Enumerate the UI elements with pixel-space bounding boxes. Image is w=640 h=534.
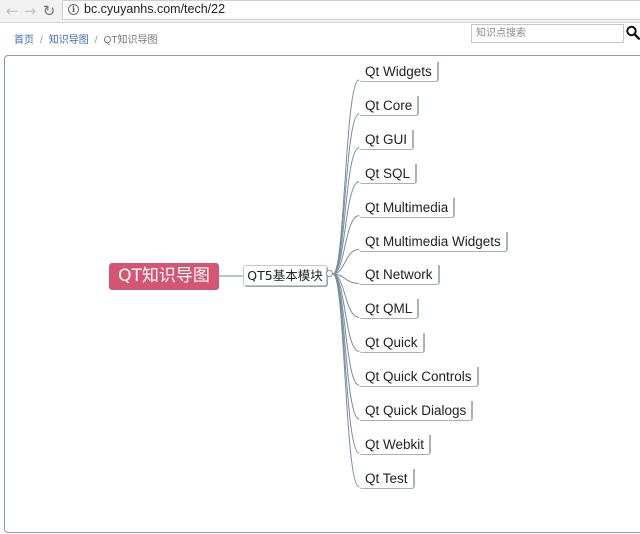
mindmap-child-node[interactable]: Qt Widgets — [359, 62, 439, 82]
mindmap-child-node[interactable]: Qt Quick — [359, 333, 425, 354]
arrow-left-icon[interactable]: ← — [5, 2, 19, 20]
mindmap-child-node[interactable]: Qt Webkit — [359, 434, 432, 455]
branch-connectors — [332, 79, 360, 488]
mindmap-child-node[interactable]: Qt Quick Dialogs — [359, 401, 474, 421]
child-connector — [332, 147, 360, 275]
search-input[interactable] — [471, 24, 624, 43]
collapse-toggle-icon[interactable] — [326, 270, 333, 277]
mindmap-child-node[interactable]: Qt Core — [359, 95, 420, 116]
mindmap-child-node[interactable]: Qt GUI — [359, 129, 415, 150]
mindmap-child-node[interactable]: Qt Multimedia — [359, 197, 456, 218]
info-circle-icon[interactable]: i — [68, 4, 79, 15]
mindmap-root-node[interactable]: QT知识导图 — [109, 263, 219, 290]
breadcrumb-home-link[interactable]: 首页 — [14, 35, 34, 46]
url-text[interactable]: bc.cyuyanhs.com/tech/22 — [84, 2, 226, 16]
mindmap-child-node[interactable]: Qt QML — [359, 299, 420, 320]
child-connector — [332, 215, 360, 275]
mindmap-child-node[interactable]: Qt Quick Controls — [359, 367, 479, 388]
breadcrumb-separator: / — [40, 35, 43, 46]
address-bar[interactable]: i bc.cyuyanhs.com/tech/22 — [62, 0, 640, 20]
mindmap-child-node[interactable]: Qt Network — [359, 265, 440, 286]
search-icon[interactable] — [626, 25, 640, 41]
child-connector — [332, 113, 360, 275]
mindmap-branch-node[interactable]: QT5基本模块 — [243, 265, 327, 286]
child-connector — [332, 273, 360, 488]
child-connector — [332, 181, 360, 275]
arrow-right-icon[interactable]: → — [23, 2, 37, 20]
mindmap-child-node[interactable]: Qt SQL — [359, 163, 418, 184]
breadcrumb: 首页 / 知识导图 / QT知识导图 — [14, 31, 157, 46]
child-connector — [332, 249, 360, 275]
breadcrumb-category-link[interactable]: 知识导图 — [48, 35, 89, 46]
mindmap-child-node[interactable]: Qt Test — [359, 468, 415, 489]
reload-icon[interactable]: ↻ — [42, 2, 56, 20]
child-connector — [332, 79, 360, 275]
child-connector — [332, 273, 360, 454]
breadcrumb-separator: / — [94, 35, 98, 46]
breadcrumb-current: QT知识导图 — [103, 35, 158, 46]
mindmap-child-node[interactable]: Qt Multimedia Widgets — [359, 231, 508, 252]
mindmap-panel — [4, 55, 640, 533]
browser-toolbar: ← → ↻ i bc.cyuyanhs.com/tech/22 — [0, 0, 640, 23]
